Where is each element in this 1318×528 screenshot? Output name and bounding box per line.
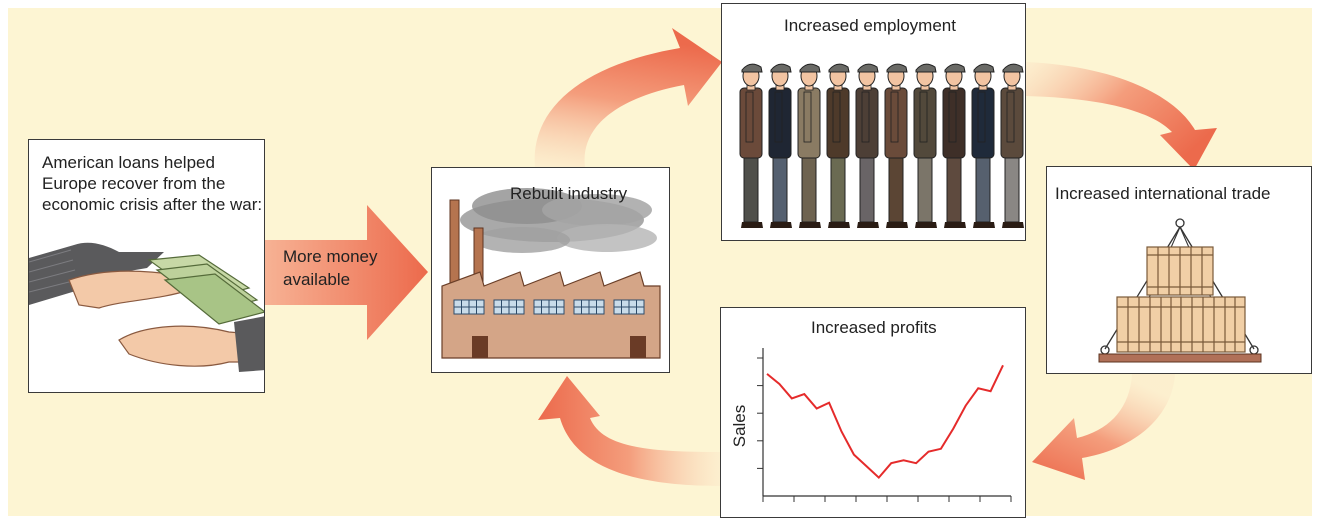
workers-queue-illustration <box>739 63 1024 228</box>
profits-card: Increased profits Sales <box>720 307 1026 518</box>
money-arrow-label-line1: More money <box>283 247 378 266</box>
employment-caption: Increased employment <box>784 16 956 35</box>
crate-bottom-right <box>1180 296 1246 353</box>
crates-illustration <box>1098 218 1262 363</box>
loans-card: American loans helped Europe recover fro… <box>28 139 265 393</box>
industry-caption: Rebuilt industry <box>510 184 628 203</box>
chart-ticks <box>757 357 1012 502</box>
worker-figure <box>884 63 908 228</box>
worker-figure <box>971 63 995 228</box>
arrow-industry-to-employment <box>534 28 722 167</box>
worker-figure <box>826 63 850 228</box>
crate-top <box>1146 246 1214 296</box>
factory-windows <box>453 299 645 315</box>
trade-card: Increased international trade <box>1046 166 1312 374</box>
arrow-employment-to-trade <box>1026 62 1217 170</box>
worker-figure <box>739 63 763 228</box>
sales-chart: Sales <box>730 348 1012 502</box>
smoke-cloud-icon <box>460 188 657 253</box>
trade-caption: Increased international trade <box>1055 184 1271 203</box>
worker-figure <box>768 63 792 228</box>
worker-figure <box>797 63 821 228</box>
employment-card: Increased employment <box>721 3 1026 241</box>
sales-line <box>766 364 1004 480</box>
sales-axis-label: Sales <box>730 405 749 448</box>
worker-figure <box>1000 63 1024 228</box>
money-arrow-label-line2: available <box>283 270 351 289</box>
arrow-trade-to-profits <box>1032 374 1175 480</box>
factory-illustration <box>441 188 661 359</box>
arrow-profits-to-industry <box>538 376 720 486</box>
worker-figure <box>942 63 966 228</box>
worker-figure <box>913 63 937 228</box>
crate-bottom-left <box>1116 296 1182 353</box>
worker-figure <box>855 63 879 228</box>
loans-text: American loans helped Europe recover fro… <box>42 153 263 214</box>
industry-card: Rebuilt industry <box>431 167 670 373</box>
money-handover-illustration <box>29 242 264 372</box>
profits-caption: Increased profits <box>811 318 937 337</box>
money-arrow <box>265 205 428 340</box>
